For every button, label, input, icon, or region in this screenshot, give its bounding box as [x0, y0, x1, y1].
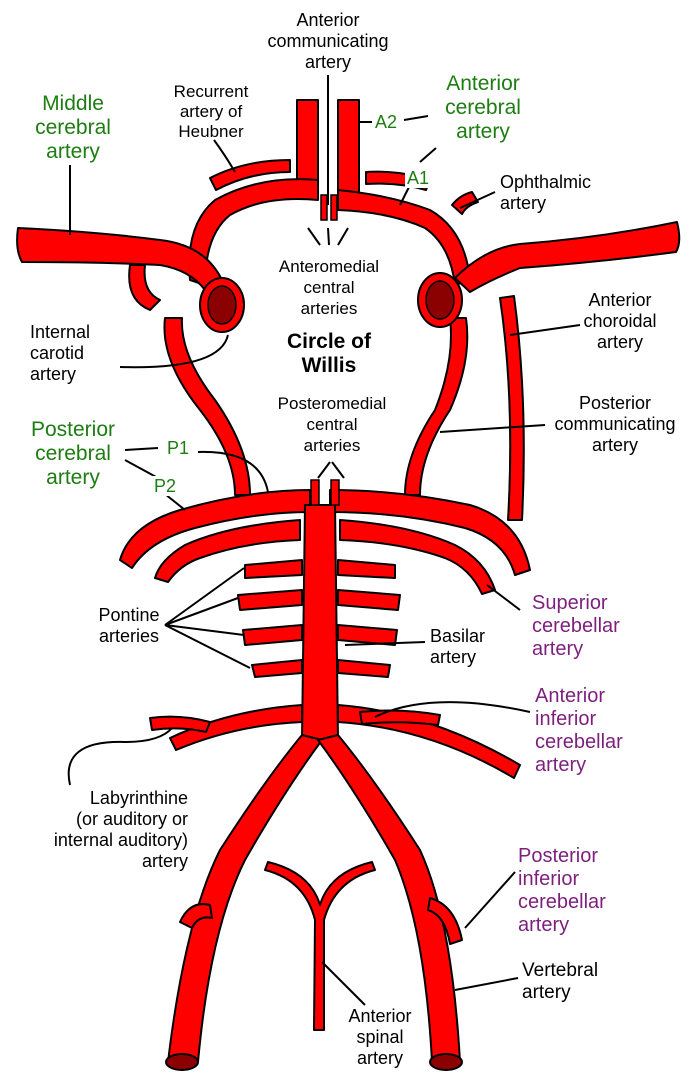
label-internal-carotid: Internal carotid artery	[30, 322, 90, 385]
pontine-3	[243, 625, 302, 645]
label-a1: A1	[405, 168, 431, 188]
label-p1: P1	[165, 438, 191, 458]
label-heubner: Recurrent artery of Heubner	[155, 82, 267, 142]
right-ica-cut-inner	[426, 281, 454, 319]
ophthalmic-artery	[452, 192, 478, 214]
left-pcomm	[164, 318, 250, 495]
pontine-4r	[338, 660, 390, 677]
left-ica-cut-inner	[208, 286, 236, 324]
pontine-2r	[338, 590, 400, 610]
label-p2: P2	[152, 476, 178, 496]
right-aica-branch	[360, 711, 440, 725]
label-a2: A2	[373, 112, 399, 132]
diagram-title: Circle of Willis	[262, 330, 396, 378]
anterior-spinal-artery	[265, 862, 375, 1030]
left-vertebral-cut	[166, 1054, 198, 1070]
label-middle-cerebral: Middle cerebral artery	[18, 92, 128, 164]
label-pontine: Pontine arteries	[78, 605, 180, 647]
label-labyrinthine: Labyrinthine (or auditory or internal au…	[18, 788, 188, 872]
left-labyrinth	[150, 717, 210, 732]
left-ica-loop	[129, 265, 160, 310]
label-anterior-inferior-cerebellar: Anterior inferior cerebellar artery	[535, 685, 623, 777]
label-anterior-choroidal: Anterior choroidal artery	[560, 290, 680, 353]
right-pcomm	[405, 318, 467, 495]
left-aca-a2	[297, 100, 318, 185]
label-anteromedial: Anteromedial central arteries	[262, 256, 396, 319]
label-anterior-communicating: Anterior communicating artery	[240, 10, 416, 73]
pontine-3r	[338, 625, 397, 645]
label-ophthalmic: Ophthalmic artery	[500, 172, 591, 214]
pontine-2	[238, 590, 302, 610]
pontine-1	[245, 560, 302, 578]
pontine-1r	[338, 560, 395, 578]
label-vertebral: Vertebral artery	[522, 960, 598, 1004]
anterior-choroidal	[500, 296, 524, 520]
label-posteromedial: Posteromedial central arteries	[262, 393, 402, 456]
right-aca-a2	[338, 100, 359, 195]
label-anterior-spinal: Anterior spinal artery	[330, 1006, 430, 1069]
basilar-artery	[302, 505, 338, 740]
label-posterior-inferior-cerebellar: Posterior inferior cerebellar artery	[518, 845, 606, 937]
pontine-4	[252, 660, 302, 677]
label-basilar: Basilar artery	[430, 626, 485, 668]
left-vertebral	[168, 735, 322, 1062]
label-posterior-cerebral: Posterior cerebral artery	[18, 418, 128, 490]
label-anterior-cerebral: Anterior cerebral artery	[418, 72, 548, 144]
right-mca	[455, 222, 679, 292]
label-posterior-communicating: Posterior communicating artery	[540, 393, 690, 456]
label-superior-cerebellar: Superior cerebellar artery	[532, 592, 620, 661]
right-vertebral-cut	[430, 1054, 462, 1070]
